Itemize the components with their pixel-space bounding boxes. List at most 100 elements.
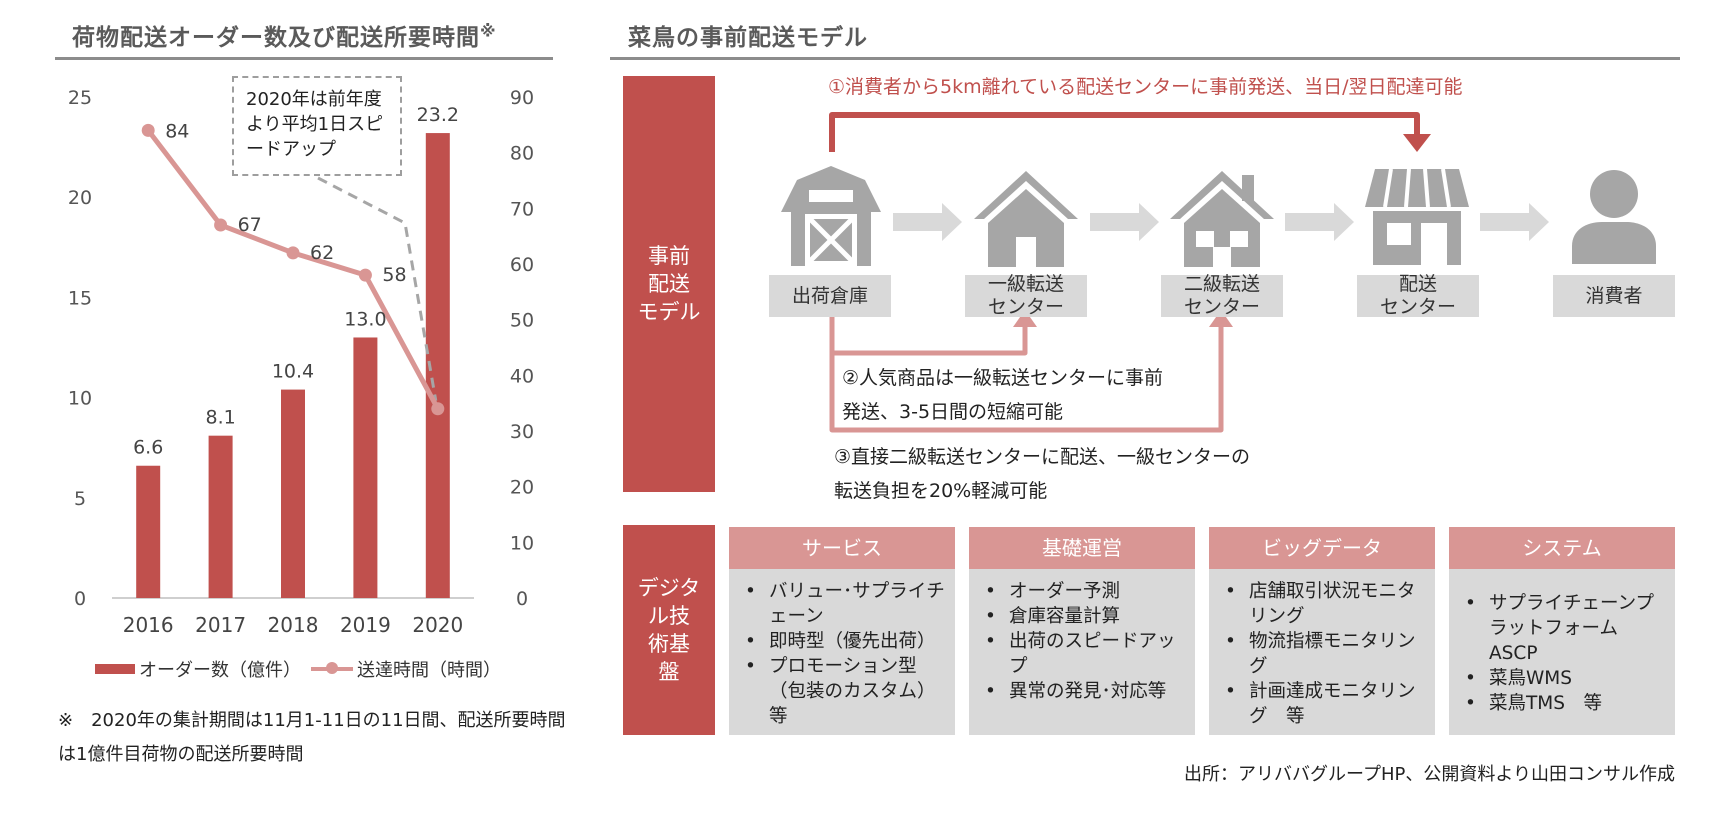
y-left-tick-label: 5 xyxy=(74,488,86,510)
route-step3 xyxy=(829,310,1233,433)
step2-text-line1: ②人気商品は一級転送センターに事前 xyxy=(842,367,1164,389)
bar-value-label: 6.6 xyxy=(133,437,163,459)
tech-item: バリュー･サプライチェーン xyxy=(741,579,945,629)
y-right-tick-label: 20 xyxy=(510,477,534,499)
tech-item: 計画達成モニタリング 等 xyxy=(1221,679,1425,729)
node-label-warehouse: 出荷倉庫 xyxy=(769,275,891,317)
chart-annotation: 2020年は前年度より平均1日スピードアップ xyxy=(232,76,402,176)
tech-item: 即時型（優先出荷） xyxy=(741,629,945,654)
bar-value-label: 23.2 xyxy=(417,104,459,126)
tech-band-label: デジタ ル技 術基 盤 xyxy=(623,525,715,735)
tech-column-system: システム サプライチェーンプラットフォームASCP 菜鳥WMS 菜鳥TMS 等 xyxy=(1449,527,1675,735)
x-tick-label: 2020 xyxy=(412,613,463,637)
y-right-tick-label: 80 xyxy=(510,143,534,165)
model-band-label: 事前 配送 モデル xyxy=(623,76,715,492)
y-right-tick-label: 70 xyxy=(510,198,534,220)
bar-value-label: 8.1 xyxy=(205,407,235,429)
tech-item: 異常の発見･対応等 xyxy=(981,679,1185,704)
bar-value-label: 13.0 xyxy=(344,308,386,330)
node-label-second-center: 二級転送 センター xyxy=(1161,273,1283,318)
line-value-label: 84 xyxy=(165,120,189,142)
route-step1 xyxy=(829,112,1431,152)
house-icon xyxy=(974,171,1078,267)
y-right-tick-label: 40 xyxy=(510,365,534,387)
legend-bar-swatch xyxy=(95,664,135,674)
store-icon xyxy=(1365,168,1469,265)
tech-list: サプライチェーンプラットフォームASCP 菜鳥WMS 菜鳥TMS 等 xyxy=(1449,569,1675,716)
bar-value-label: 10.4 xyxy=(272,361,314,383)
y-right-tick-label: 50 xyxy=(510,310,534,332)
tech-column-title: ビッグデータ xyxy=(1209,527,1435,569)
tech-item: 倉庫容量計算 xyxy=(981,604,1185,629)
tech-column-service: サービス バリュー･サプライチェーン 即時型（優先出荷） プロモーション型（包装… xyxy=(729,527,955,735)
node-label-consumer: 消費者 xyxy=(1553,275,1675,317)
combo-chart: 0 5 10 15 20 25 0 10 20 30 40 50 60 70 80 90 2016 2017 201… xyxy=(68,87,534,637)
line-value-label: 62 xyxy=(310,242,334,264)
x-tick-label: 2019 xyxy=(340,613,391,637)
chart-footnote: ※ 2020年の集計期間は11月1-11日の11日間、配送所要時間は1億件目荷物… xyxy=(58,710,566,765)
tech-column-operations: 基礎運営 オーダー予測 倉庫容量計算 出荷のスピードアップ 異常の発見･対応等 xyxy=(969,527,1195,735)
line-point-2018 xyxy=(286,246,300,260)
node-label-first-center: 一級転送 センター xyxy=(965,273,1087,318)
y-left-tick-label: 0 xyxy=(74,588,86,610)
tech-column-title: システム xyxy=(1449,527,1675,569)
chart-title-mark: ※ xyxy=(480,21,497,41)
line-value-label: 58 xyxy=(382,264,406,286)
step3-text-line2: 転送負担を20%軽減可能 xyxy=(834,480,1048,502)
legend-bar-label: オーダー数（億件） xyxy=(139,660,301,681)
bar-2016 xyxy=(136,465,161,598)
route-step2 xyxy=(829,310,1037,356)
barn-icon xyxy=(781,166,881,266)
bar-2018 xyxy=(281,389,305,598)
person-icon xyxy=(1572,170,1656,264)
tech-column-bigdata: ビッグデータ 店舗取引状況モニタリング 物流指標モニタリング 計画達成モニタリン… xyxy=(1209,527,1435,735)
step1-text: ①消費者から5km離れている配送センターに事前発送、当日/翌日配達可能 xyxy=(828,76,1463,98)
bar-2019 xyxy=(353,337,378,598)
y-left-tick-label: 10 xyxy=(68,388,92,410)
bar-2017 xyxy=(208,435,233,598)
tech-column-title: 基礎運営 xyxy=(969,527,1195,569)
line-value-label: 67 xyxy=(238,214,262,236)
line-point-2017 xyxy=(214,218,228,232)
x-tick-label: 2016 xyxy=(123,613,174,637)
y-right-tick-label: 60 xyxy=(510,254,534,276)
chart-title-text: 荷物配送オーダー数及び配送所要時間 xyxy=(72,25,480,51)
x-tick-label: 2017 xyxy=(195,613,246,637)
y-right-tick-label: 30 xyxy=(510,421,534,443)
node-label-delivery-center: 配送 センター xyxy=(1357,273,1479,318)
flow-arrows xyxy=(893,203,1549,241)
house-chimney-icon xyxy=(1170,171,1274,267)
chart-annotation-text: 2020年は前年度より平均1日スピードアップ xyxy=(246,89,384,160)
y-right-tick-label: 10 xyxy=(510,532,534,554)
source-note: 出所：アリババグループHP、公開資料より山田コンサル作成 xyxy=(1184,764,1675,785)
tech-item: 出荷のスピードアップ xyxy=(981,629,1185,679)
legend-line-label: 送達時間（時間） xyxy=(357,660,501,681)
y-left-tick-label: 25 xyxy=(68,87,92,109)
arrow-3-icon xyxy=(1285,203,1354,241)
tech-item: 物流指標モニタリング xyxy=(1221,629,1425,679)
y-right-tick-label: 90 xyxy=(510,87,534,109)
chart-section-title: 荷物配送オーダー数及び配送所要時間※ xyxy=(72,18,497,52)
tech-item: オーダー予測 xyxy=(981,579,1185,604)
tech-column-title: サービス xyxy=(729,527,955,569)
step2-text-line2: 発送、3-5日間の短縮可能 xyxy=(842,401,1064,423)
chart-legend: オーダー数（億件） 送達時間（時間） xyxy=(95,656,501,682)
model-title-rule xyxy=(610,57,1680,60)
tech-item: 菜鳥TMS 等 xyxy=(1461,691,1665,716)
arrow-2-icon xyxy=(1090,203,1159,241)
chart-title-rule xyxy=(55,57,553,60)
y-left-tick-label: 20 xyxy=(68,187,92,209)
legend-line-swatch xyxy=(311,662,353,674)
tech-item: プロモーション型（包装のカスタム）等 xyxy=(741,654,945,729)
line-point-2020 xyxy=(431,402,445,416)
arrow-1-icon xyxy=(893,203,962,241)
model-section-title: 菜鳥の事前配送モデル xyxy=(628,25,868,51)
tech-item: サプライチェーンプラットフォームASCP xyxy=(1461,591,1665,666)
y-left-tick-label: 15 xyxy=(68,287,92,309)
tech-list: オーダー予測 倉庫容量計算 出荷のスピードアップ 異常の発見･対応等 xyxy=(969,569,1195,704)
arrow-4-icon xyxy=(1480,203,1549,241)
y-right-tick-label: 0 xyxy=(516,588,528,610)
tech-item: 菜鳥WMS xyxy=(1461,666,1665,691)
x-tick-label: 2018 xyxy=(268,613,319,637)
